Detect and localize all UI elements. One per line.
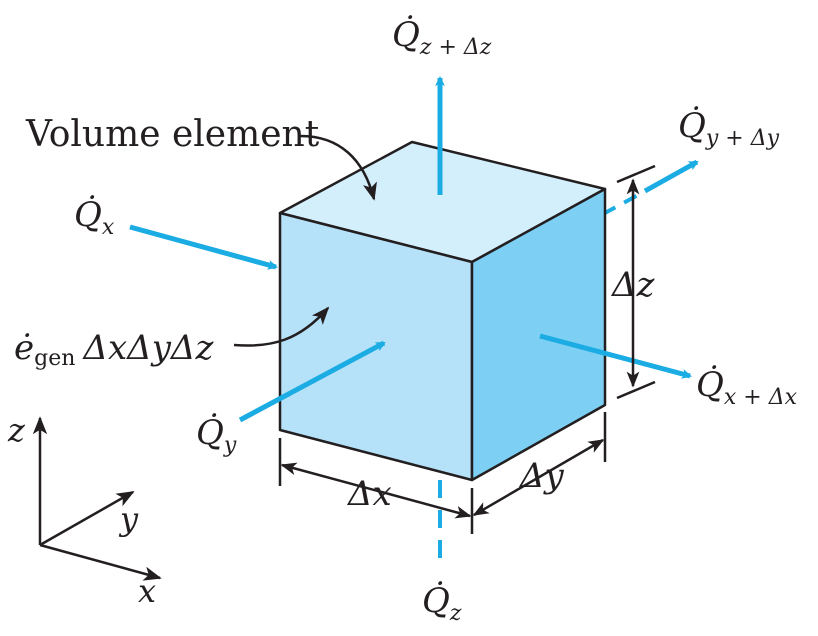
qy-arrow — [238, 340, 386, 423]
qx-arrow — [129, 224, 278, 270]
dz-label: Δz — [610, 265, 656, 305]
generation-symbol: ė — [14, 328, 34, 368]
x-axis-label: x — [138, 572, 156, 610]
dx-label: Δx — [346, 474, 392, 514]
dy-label: Δy — [518, 456, 565, 496]
qy-dy-dashed-line — [602, 192, 641, 216]
dz-tick-top — [616, 164, 656, 184]
generation-subscript: gen — [34, 346, 75, 371]
generation-pointer — [233, 306, 330, 347]
dx-dimension-arrow — [280, 462, 472, 519]
volume-element-label: Volume element — [25, 114, 320, 155]
qz-label: Q̇z — [422, 581, 462, 626]
volume-element-pointer — [297, 134, 377, 201]
x-axis — [39, 543, 162, 581]
qy-label: Q̇y — [196, 413, 237, 458]
z-axis-label: z — [7, 411, 26, 449]
y-axis-label: y — [118, 500, 139, 538]
qx-dx-label: Q̇x + Δx — [696, 365, 798, 410]
dy-dimension-arrow — [472, 438, 605, 517]
qy-dy-label: Q̇y + Δy — [678, 106, 780, 151]
cube-side-face — [470, 187, 607, 482]
dz-tick-bottom — [616, 380, 656, 400]
qx-dx-arrow — [539, 333, 692, 379]
generation-expression: ΔxΔyΔz — [81, 328, 214, 368]
qy-dy-arrow — [643, 159, 699, 194]
qz-dz-label: Q̇z + Δz — [392, 15, 492, 60]
qx-label: Q̇x — [74, 195, 115, 240]
y-axis — [39, 490, 135, 547]
